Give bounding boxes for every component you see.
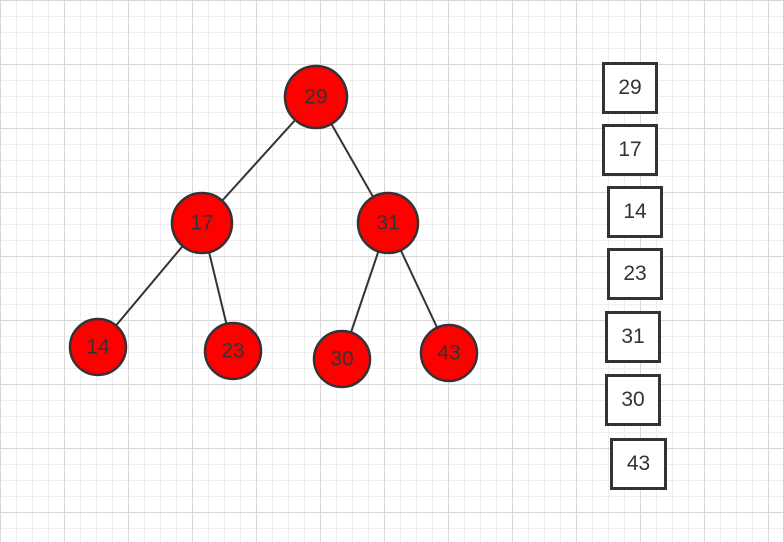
tree-node-17[interactable]: 17: [170, 191, 234, 255]
sequence-box-43[interactable]: 43: [610, 438, 667, 490]
tree-node-label: 30: [330, 348, 353, 371]
tree-node-23[interactable]: 23: [203, 321, 263, 381]
tree-node-label: 31: [376, 212, 399, 235]
tree-node-label: 23: [221, 340, 244, 363]
tree-node-circle[interactable]: [419, 323, 479, 383]
tree-node-circle[interactable]: [68, 317, 128, 377]
tree-node-label: 17: [190, 212, 213, 235]
sequence-box-30[interactable]: 30: [605, 374, 661, 426]
tree-node-31[interactable]: 31: [356, 191, 420, 255]
sequence-box-31[interactable]: 31: [605, 311, 661, 363]
tree-node-circle[interactable]: [312, 329, 372, 389]
tree-node-label: 14: [86, 336, 110, 359]
tree-node-43[interactable]: 43: [419, 323, 479, 383]
sequence-box-14[interactable]: 14: [607, 186, 663, 238]
tree-node-circle[interactable]: [203, 321, 263, 381]
tree-node-circle[interactable]: [356, 191, 420, 255]
tree-node-30[interactable]: 30: [312, 329, 372, 389]
sequence-box-17[interactable]: 17: [602, 124, 658, 176]
tree-node-14[interactable]: 14: [68, 317, 128, 377]
tree-node-circle[interactable]: [283, 64, 349, 130]
tree-node-29[interactable]: 29: [283, 64, 349, 130]
tree-nodes-group: 29 17 31 14 23 30 43: [68, 64, 479, 389]
sequence-box-29[interactable]: 29: [602, 62, 658, 114]
tree-node-circle[interactable]: [170, 191, 234, 255]
tree-node-label: 29: [304, 86, 327, 109]
tree-node-label: 43: [437, 342, 460, 365]
sequence-box-23[interactable]: 23: [607, 248, 663, 300]
